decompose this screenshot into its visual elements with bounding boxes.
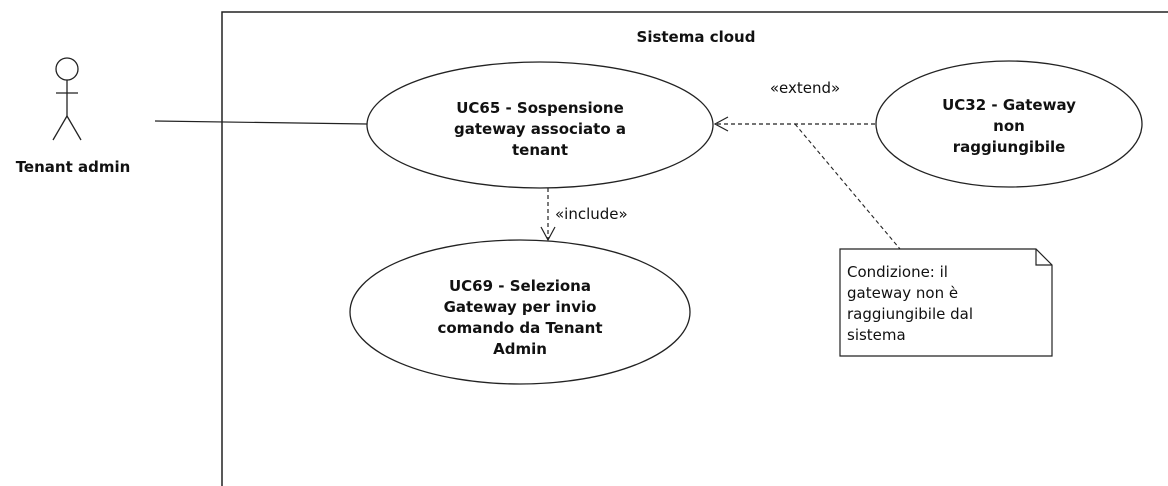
note-line-3: raggiungibile dal bbox=[847, 305, 973, 323]
use-case-uc69[interactable]: UC69 - Seleziona Gateway per invio coman… bbox=[349, 239, 691, 385]
uc69-line-3: comando da Tenant bbox=[437, 319, 602, 337]
extend-label: «extend» bbox=[770, 79, 840, 97]
note-line-2: gateway non è bbox=[847, 284, 958, 302]
use-case-uc32[interactable]: UC32 - Gateway non raggiungibile bbox=[875, 60, 1143, 188]
uc32-line-1: UC32 - Gateway bbox=[942, 96, 1076, 114]
actor-head bbox=[55, 57, 79, 81]
actor-label: Tenant admin bbox=[16, 158, 131, 176]
note-fold bbox=[1035, 249, 1052, 266]
actor-tenant-admin[interactable]: Tenant admin bbox=[16, 57, 131, 176]
include-label: «include» bbox=[555, 205, 628, 223]
include-relation: «include» bbox=[540, 188, 628, 242]
uc32-ellipse bbox=[875, 60, 1143, 188]
uc65-line-3: tenant bbox=[512, 141, 568, 159]
extend-arrowhead bbox=[713, 116, 729, 132]
uc69-line-4: Admin bbox=[493, 340, 547, 358]
uc32-line-2: non bbox=[993, 117, 1025, 135]
include-arrowhead bbox=[540, 226, 556, 242]
note-line-1: Condizione: il bbox=[847, 263, 948, 281]
note-anchor-line bbox=[794, 123, 901, 250]
uc32-line-3: raggiungibile bbox=[953, 138, 1066, 156]
uc65-line-1: UC65 - Sospensione bbox=[456, 99, 624, 117]
actor-right-leg bbox=[66, 115, 82, 141]
association-line bbox=[154, 120, 368, 125]
actor-left-leg bbox=[52, 115, 68, 141]
uc69-line-1: UC69 - Seleziona bbox=[449, 277, 591, 295]
system-title: Sistema cloud bbox=[637, 28, 756, 46]
uc65-ellipse bbox=[366, 61, 714, 189]
use-case-uc65[interactable]: UC65 - Sospensione gateway associato a t… bbox=[366, 61, 714, 189]
condition-note[interactable]: Condizione: il gateway non è raggiungibi… bbox=[839, 248, 1053, 357]
uc65-line-2: gateway associato a bbox=[454, 120, 626, 138]
extend-relation: «extend» bbox=[713, 79, 875, 132]
note-line-4: sistema bbox=[847, 326, 906, 344]
uc69-line-2: Gateway per invio bbox=[444, 298, 597, 316]
note-body bbox=[839, 248, 1053, 357]
system-boundary bbox=[221, 11, 1168, 486]
uc69-ellipse bbox=[349, 239, 691, 385]
